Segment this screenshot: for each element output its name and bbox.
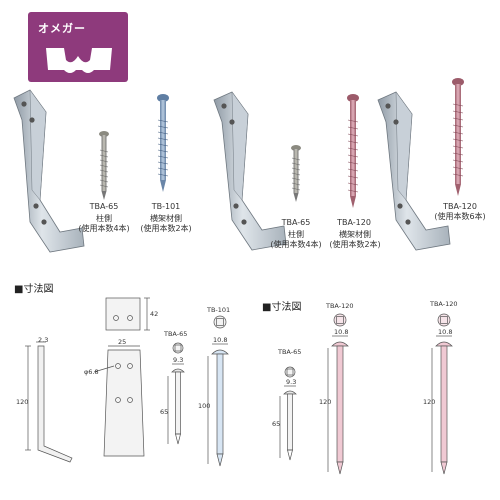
bracket-photo-3 bbox=[377, 91, 451, 251]
caption-line: 横架材側 bbox=[339, 230, 371, 239]
dim-tba65-length-left: 65 bbox=[160, 408, 169, 416]
caption-set2-tba120: TBA-120 bbox=[330, 218, 378, 228]
caption-code: TBA-65 bbox=[281, 218, 311, 227]
dimension-title-right: ■寸法図 bbox=[262, 302, 302, 313]
dim-top-height: 42 bbox=[150, 310, 159, 318]
dim-tba120a-length: 120 bbox=[319, 398, 332, 406]
caption-set2-tba65: TBA-65 bbox=[274, 218, 318, 228]
screw-drawing-tba120-b bbox=[431, 313, 453, 475]
caption-set2-tba65-desc: 柱側 (使用本数4本) bbox=[266, 230, 326, 250]
caption-code: TBA-120 bbox=[337, 218, 371, 227]
caption-code: TBA-120 bbox=[443, 202, 477, 211]
brand-logo: オメガー bbox=[28, 12, 128, 82]
omega-mark-icon bbox=[46, 48, 112, 73]
dim-tba120a-code: TBA-120 bbox=[326, 302, 354, 310]
screw-photo-tba120-2 bbox=[452, 78, 464, 196]
dim-tba120b-head: 10.8 bbox=[438, 328, 453, 336]
dim-tba65-code-left: TBA-65 bbox=[164, 330, 188, 338]
dim-tba120a-head: 10.8 bbox=[334, 328, 349, 336]
dim-bracket-height: 120 bbox=[16, 398, 29, 406]
screw-photo-tba120-1 bbox=[347, 94, 359, 208]
dim-bracket-thickness: 2.3 bbox=[38, 336, 49, 344]
caption-code: TB-101 bbox=[151, 202, 181, 211]
caption-line: (使用本数2本) bbox=[140, 224, 192, 233]
screw-photo-tba65-2 bbox=[291, 145, 301, 202]
caption-set2-tba120-desc: 横架材側 (使用本数2本) bbox=[322, 230, 388, 250]
dim-tba65-code-right: TBA-65 bbox=[278, 348, 302, 356]
screw-drawing-tba65-right bbox=[279, 366, 297, 461]
screw-drawing-tba120-a bbox=[327, 313, 349, 475]
dim-tb101-head: 10.8 bbox=[213, 336, 228, 344]
dim-tba120b-code: TBA-120 bbox=[430, 300, 458, 308]
bracket-photo-1 bbox=[13, 89, 85, 253]
caption-line: (使用本数4本) bbox=[78, 224, 130, 233]
bracket-front-view bbox=[93, 345, 145, 457]
caption-set3-tba120: TBA-120 (使用本数6本) bbox=[432, 202, 488, 222]
caption-line: 横架材側 bbox=[150, 214, 182, 223]
brand-name: オメガー bbox=[38, 22, 86, 35]
screw-photo-tb101 bbox=[157, 94, 169, 192]
dim-tba65-length-right: 65 bbox=[272, 420, 281, 428]
dim-tba120b-length: 120 bbox=[423, 398, 436, 406]
screw-drawing-tb101 bbox=[207, 315, 229, 467]
caption-set1-tb101-desc: 横架材側 (使用本数2本) bbox=[134, 214, 198, 234]
screw-photo-tba65-1 bbox=[99, 131, 109, 200]
caption-line: (使用本数2本) bbox=[329, 240, 381, 249]
caption-line: (使用本数4本) bbox=[270, 240, 322, 249]
dimension-title-left: ■寸法図 bbox=[14, 284, 54, 295]
product-photo bbox=[13, 78, 464, 253]
dim-tb101-length: 100 bbox=[198, 402, 211, 410]
bracket-photo-2 bbox=[213, 91, 287, 251]
dim-tba65-head-left: 9.3 bbox=[173, 356, 184, 364]
caption-set1-tba65: TBA-65 bbox=[82, 202, 126, 212]
caption-set1-tb101: TB-101 bbox=[144, 202, 188, 212]
bracket-top-view bbox=[105, 297, 150, 331]
caption-line: 柱側 bbox=[288, 230, 304, 239]
dim-hole-diameter: φ6.8 bbox=[84, 368, 99, 376]
caption-set1-tba65-desc: 柱側 (使用本数4本) bbox=[76, 214, 132, 234]
dim-bracket-width: 25 bbox=[118, 338, 127, 346]
dim-tb101-code: TB-101 bbox=[207, 306, 231, 314]
caption-line: 柱側 bbox=[96, 214, 112, 223]
caption-line: (使用本数6本) bbox=[434, 212, 486, 221]
bracket-side-view bbox=[25, 341, 73, 463]
caption-code: TBA-65 bbox=[89, 202, 119, 211]
screw-drawing-tba65-left bbox=[167, 342, 185, 445]
dim-tba65-head-right: 9.3 bbox=[286, 378, 297, 386]
